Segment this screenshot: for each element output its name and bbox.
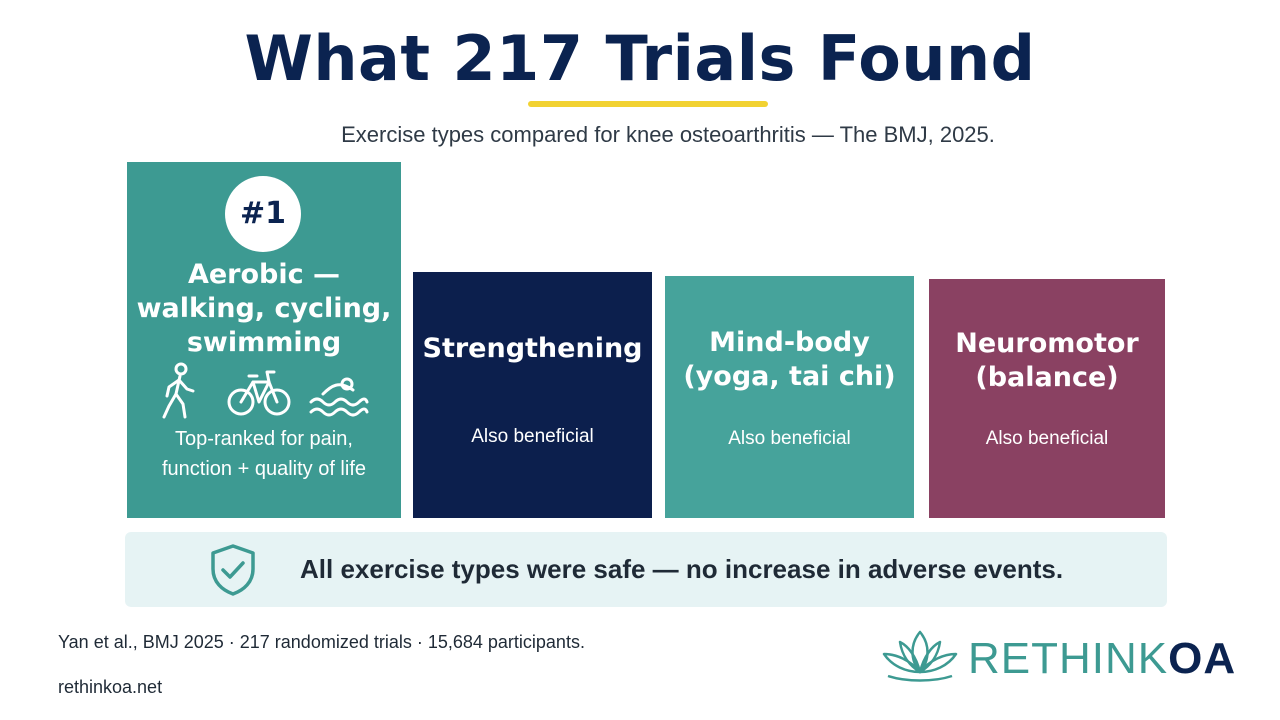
rank-badge: #1 <box>225 176 301 252</box>
lotus-icon <box>882 630 958 682</box>
bicycle-icon <box>227 370 291 416</box>
swimming-icon <box>309 377 369 417</box>
citation: Yan et al., BMJ 2025 · 217 randomized tr… <box>58 632 585 652</box>
card-mind-body-name: Mind-body (yoga, tai chi) <box>683 327 896 392</box>
card-neuromotor: Neuromotor (balance) Also beneficial <box>929 279 1165 518</box>
card-neuromotor-name: Neuromotor (balance) <box>955 328 1139 393</box>
card-aerobic-description: Top-ranked for pain, function + quality … <box>161 428 366 480</box>
page-title: What 217 Trials Found <box>244 22 1036 95</box>
brand-logo: RETHINKOA <box>878 626 1258 688</box>
safety-message: All exercise types were safe — no increa… <box>300 554 1064 584</box>
activity-icons <box>127 362 401 422</box>
card-neuromotor-description: Also beneficial <box>985 428 1109 449</box>
brand-name-oa: OA <box>1168 634 1237 683</box>
card-mind-body: Mind-body (yoga, tai chi) Also beneficia… <box>665 276 914 518</box>
title-underline <box>528 101 768 107</box>
shield-check-icon <box>211 544 255 596</box>
card-aerobic-name: Aerobic — walking, cycling, swimming <box>136 259 392 358</box>
safety-banner: All exercise types were safe — no increa… <box>125 532 1167 607</box>
card-strengthening-description: Also beneficial <box>471 426 594 447</box>
card-mind-body-description: Also beneficial <box>728 428 851 449</box>
page-subtitle: Exercise types compared for knee osteoar… <box>341 122 995 147</box>
card-strengthening-name: Strengthening <box>422 333 643 364</box>
walking-icon <box>162 362 195 419</box>
brand-name-rethink: RETHINK <box>968 634 1169 683</box>
card-strengthening: Strengthening Also beneficial <box>413 272 652 518</box>
card-aerobic: #1 Aerobic — walking, cycling, swimming … <box>127 162 401 518</box>
website-link[interactable]: rethinkoa.net <box>58 677 163 697</box>
